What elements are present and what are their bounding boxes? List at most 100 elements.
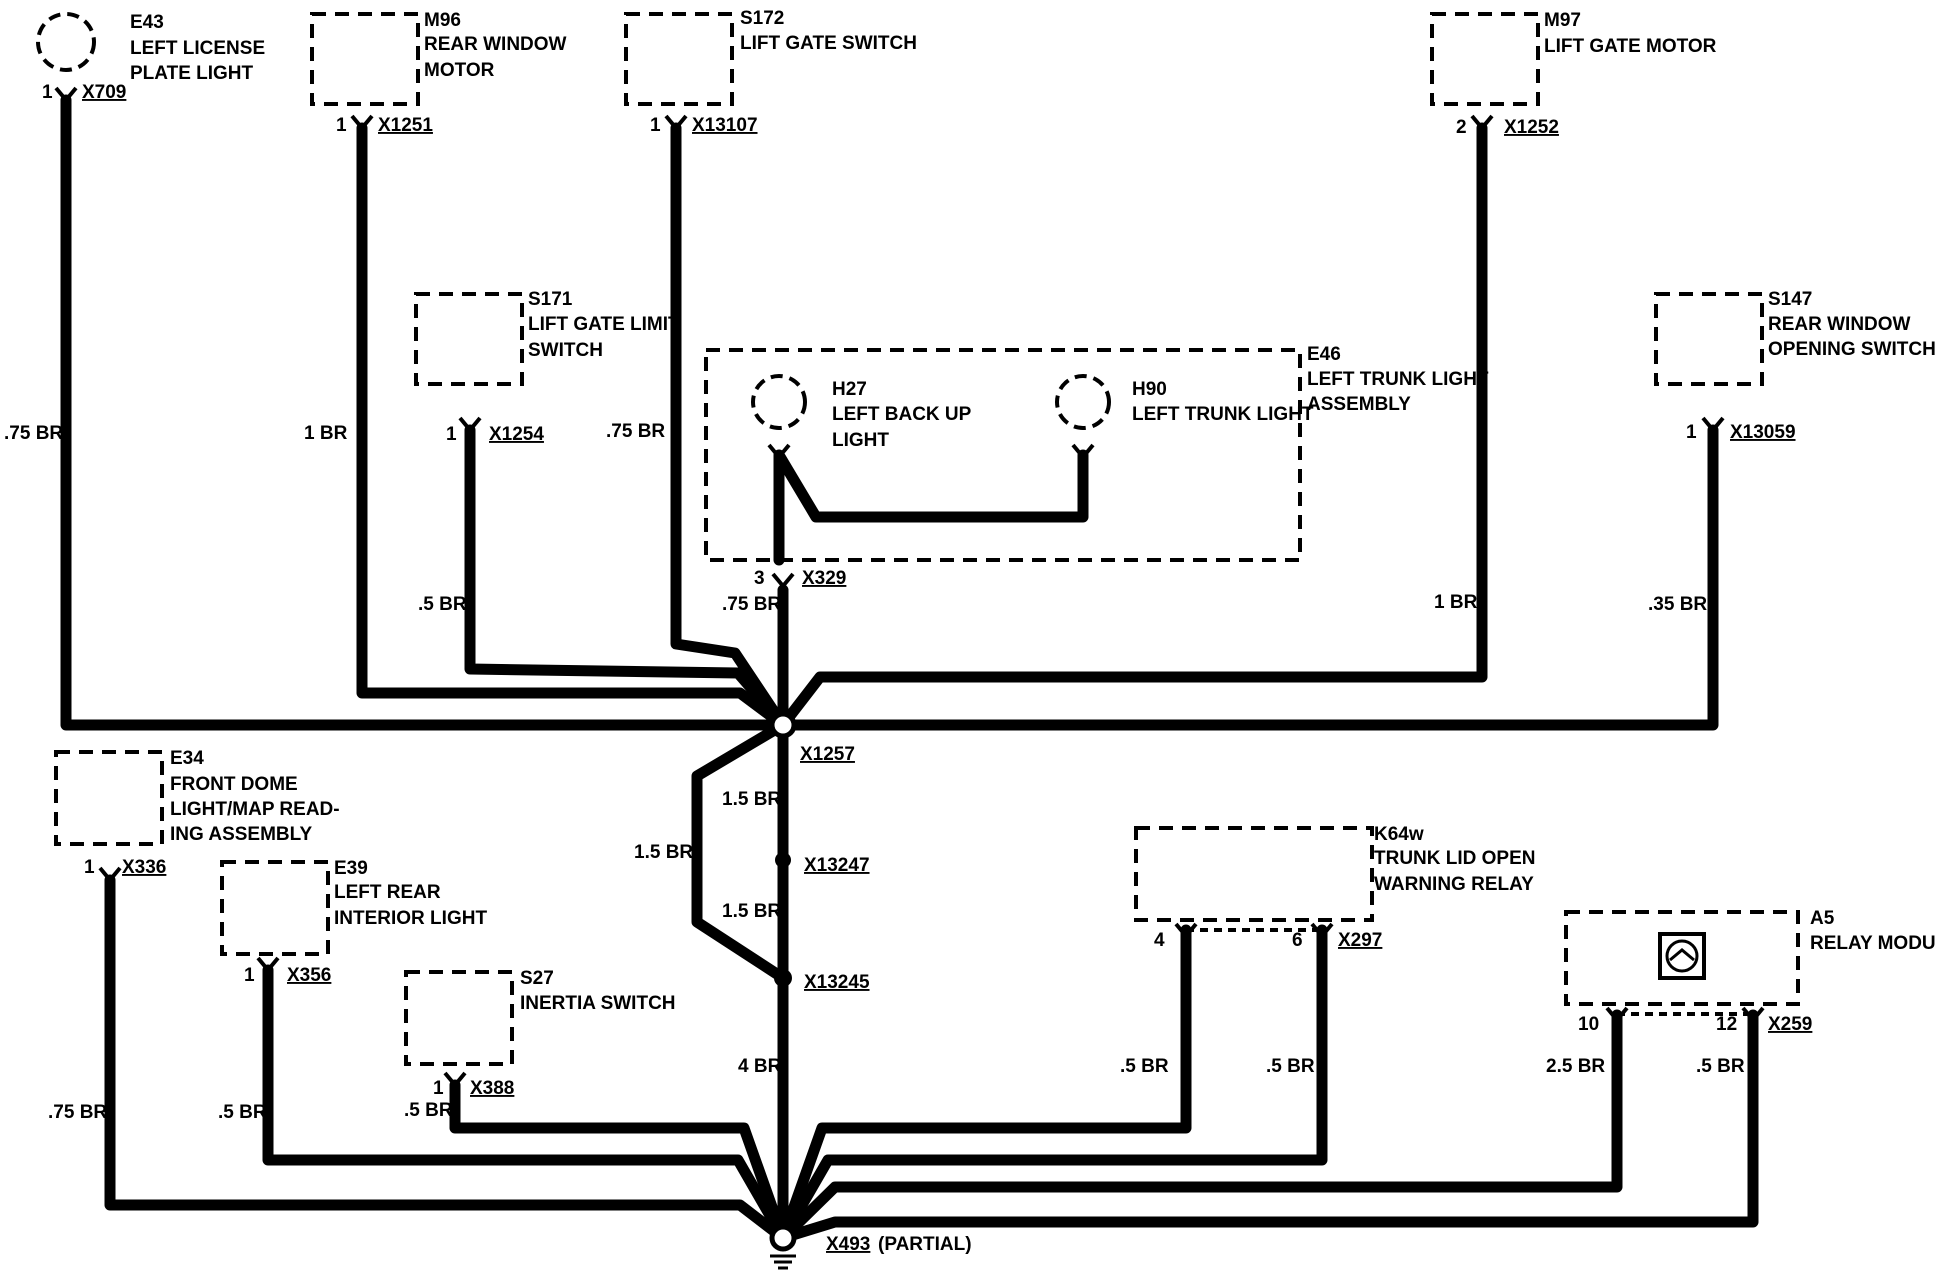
- x1254-label: X1254: [489, 424, 544, 445]
- m96-id: M96: [424, 10, 461, 31]
- wire-k64w-6: [777, 924, 1328, 1244]
- wire-a5-12: [777, 1009, 1759, 1244]
- wire-label-s171: .5 BR: [418, 594, 467, 615]
- s147-pin: 1: [1686, 422, 1697, 443]
- e43-id: E43: [130, 12, 164, 33]
- e43-name-line2: PLATE LIGHT: [130, 63, 254, 84]
- wire-label-a5-10: 2.5 BR: [1546, 1056, 1605, 1077]
- s147-box: [1654, 292, 1764, 386]
- s147-id: S147: [1768, 289, 1812, 310]
- x13247-label: X13247: [804, 855, 870, 876]
- e43-name-line1: LEFT LICENSE: [130, 38, 265, 59]
- h27-connector-symbol: [767, 443, 791, 461]
- x13247-splice: [775, 852, 791, 868]
- s171-id: S171: [528, 289, 573, 310]
- m97-box: [1430, 12, 1540, 106]
- wire-label-loop-lower: 1.5 BR: [722, 901, 781, 922]
- x388-connector-symbol: [443, 1071, 467, 1089]
- s171-pin: 1: [446, 424, 457, 445]
- x1257-label: X1257: [800, 744, 855, 765]
- s27-box: [404, 970, 514, 1066]
- s172-pin: 1: [650, 115, 661, 136]
- e39-name-line2: INTERIOR LIGHT: [334, 908, 487, 929]
- wire-s171: [464, 424, 789, 731]
- wire-m96: [356, 122, 789, 731]
- wire-label-main-ground: 4 BR: [738, 1056, 782, 1077]
- wire-s172: [670, 122, 789, 731]
- wire-s147: [777, 424, 1719, 731]
- ground-symbol: [769, 1224, 797, 1270]
- e39-box: [220, 860, 330, 956]
- component-labels: E43 LEFT LICENSE PLATE LIGHT M96 REAR WI…: [130, 8, 1936, 1014]
- wire-label-m97: 1 BR: [1434, 592, 1478, 613]
- e43-lamp-symbol: [36, 12, 96, 72]
- wire-label-s147: .35 BR: [1648, 594, 1707, 615]
- wire-e43: [60, 94, 789, 731]
- x13059-label: X13059: [1730, 422, 1796, 443]
- wire-loop-outer: [691, 719, 789, 984]
- e46-name-line2: ASSEMBLY: [1307, 394, 1411, 415]
- wire-label-loop-upper: 1.5 BR: [722, 789, 781, 810]
- wire-s27: [449, 1079, 789, 1244]
- x336-connector-symbol: [98, 866, 122, 884]
- x259-label: X259: [1768, 1014, 1812, 1035]
- h27-lamp-symbol: [751, 374, 807, 430]
- h90-connector-symbol: [1071, 443, 1095, 461]
- x1252-connector-symbol: [1470, 114, 1494, 132]
- wire-label-loop-outer: 1.5 BR: [634, 842, 693, 863]
- h27-name-line1: LEFT BACK UP: [832, 404, 972, 425]
- wire-label-e46: .75 BR: [722, 594, 781, 615]
- s171-name-line2: SWITCH: [528, 340, 603, 361]
- e39-name-line1: LEFT REAR: [334, 882, 441, 903]
- s172-box: [624, 12, 734, 106]
- k64w-id: K64w: [1374, 824, 1424, 845]
- k64w-name-line1: TRUNK LID OPEN: [1374, 848, 1536, 869]
- x329-label: X329: [802, 568, 846, 589]
- x388-label: X388: [470, 1078, 514, 1099]
- x356-label: X356: [287, 965, 331, 986]
- s171-box: [414, 292, 524, 386]
- e46-name-line1: LEFT TRUNK LIGHT: [1307, 369, 1489, 390]
- wire-m97: [777, 122, 1488, 731]
- m96-name-line1: REAR WINDOW: [424, 34, 567, 55]
- x356-connector-symbol: [256, 956, 280, 974]
- s27-name-line1: INERTIA SWITCH: [520, 993, 676, 1014]
- h27-id: H27: [832, 379, 867, 400]
- x13245-label: X13245: [804, 972, 870, 993]
- wire-label-m96: 1 BR: [304, 423, 348, 444]
- x13107-label: X13107: [692, 115, 758, 136]
- x709-connector-symbol: [54, 86, 78, 104]
- wire-label-a5-12: .5 BR: [1696, 1056, 1745, 1077]
- e34-name-line3: ING ASSEMBLY: [170, 824, 313, 845]
- k64w-pin-b: 6: [1292, 930, 1303, 951]
- s171-name-line1: LIFT GATE LIMIT: [528, 314, 680, 335]
- h90-name-line1: LEFT TRUNK LIGHT: [1132, 404, 1314, 425]
- s172-name-line1: LIFT GATE SWITCH: [740, 33, 917, 54]
- k64w-box: [1134, 826, 1374, 922]
- x13107-connector-symbol: [664, 114, 688, 132]
- wires: [60, 94, 1759, 1244]
- s27-pin: 1: [433, 1078, 444, 1099]
- wire-e39: [262, 964, 789, 1244]
- x336-label: X336: [122, 857, 166, 878]
- connector-labels: 1 X709 1 X1251 1 X13107 2 X1252 1 X1254 …: [42, 82, 1812, 1255]
- x1252-label: X1252: [1504, 117, 1559, 138]
- a5-pin-b: 12: [1716, 1014, 1737, 1035]
- a5-name-line1: RELAY MODULE: [1810, 933, 1936, 954]
- s27-id: S27: [520, 968, 554, 989]
- e46-pin: 3: [754, 568, 765, 589]
- wire-labels: .75 BR 1 BR .75 BR .5 BR .75 BR 1 BR .35…: [4, 421, 1745, 1123]
- m96-name-line2: MOTOR: [424, 60, 495, 81]
- wire-label-s27: .5 BR: [404, 1100, 453, 1121]
- k64w-pin-a: 4: [1154, 930, 1165, 951]
- h90-id: H90: [1132, 379, 1167, 400]
- m97-id: M97: [1544, 10, 1581, 31]
- s172-id: S172: [740, 8, 784, 29]
- e46-assembly-box: [704, 348, 1302, 562]
- m96-box: [310, 12, 420, 106]
- e46-id: E46: [1307, 344, 1341, 365]
- e43-pin: 1: [42, 82, 53, 103]
- wire-label-k64w-6: .5 BR: [1266, 1056, 1315, 1077]
- component-boxes: [36, 12, 1800, 1066]
